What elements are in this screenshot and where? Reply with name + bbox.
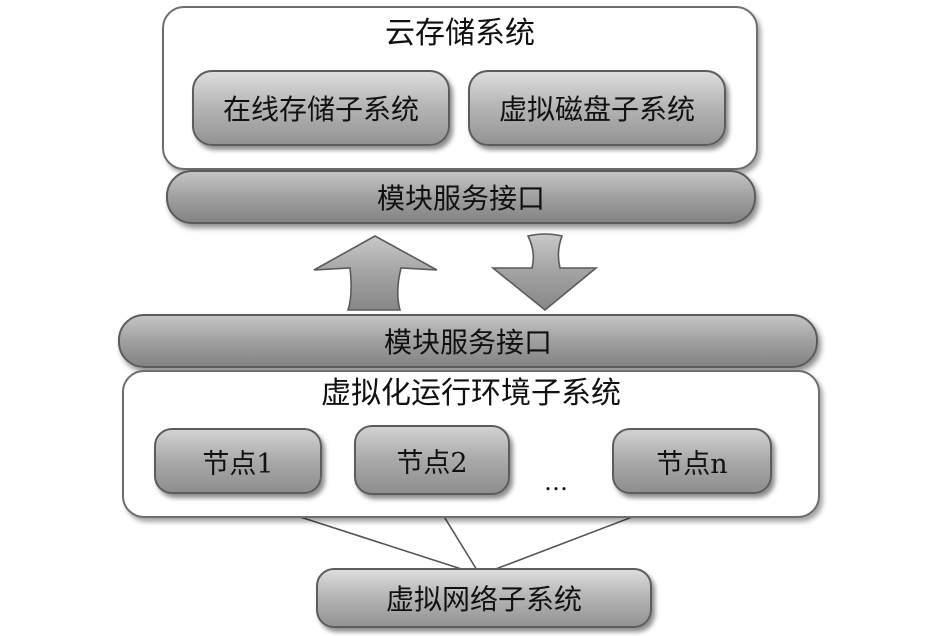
up-arrow-icon xyxy=(313,235,438,311)
down-arrow-icon xyxy=(490,233,599,312)
online-storage-subsystem: 在线存储子系统 xyxy=(192,70,450,146)
lower-module-service-interface: 模块服务接口 xyxy=(118,314,818,368)
node-n-label: 节点n xyxy=(656,448,728,480)
node-n: 节点n xyxy=(612,428,772,494)
node-1-label: 节点1 xyxy=(202,448,274,480)
cloud-storage-title: 云存储系统 xyxy=(385,16,535,51)
virtual-network-label: 虚拟网络子系统 xyxy=(385,583,582,616)
virtual-network-subsystem: 虚拟网络子系统 xyxy=(316,568,652,628)
node-2: 节点2 xyxy=(354,425,510,495)
upper-interface-label: 模块服务接口 xyxy=(376,182,545,215)
virtual-disk-subsystem: 虚拟磁盘子系统 xyxy=(468,70,726,146)
online-storage-label: 在线存储子系统 xyxy=(222,93,419,126)
node-1: 节点1 xyxy=(154,428,322,494)
lower-interface-label: 模块服务接口 xyxy=(383,326,552,359)
virtual-disk-label: 虚拟磁盘子系统 xyxy=(498,93,695,126)
nodes-ellipsis: … xyxy=(544,468,568,496)
node-2-label: 节点2 xyxy=(396,447,468,479)
virtualization-title: 虚拟化运行环境子系统 xyxy=(321,376,621,411)
upper-module-service-interface: 模块服务接口 xyxy=(166,170,756,224)
